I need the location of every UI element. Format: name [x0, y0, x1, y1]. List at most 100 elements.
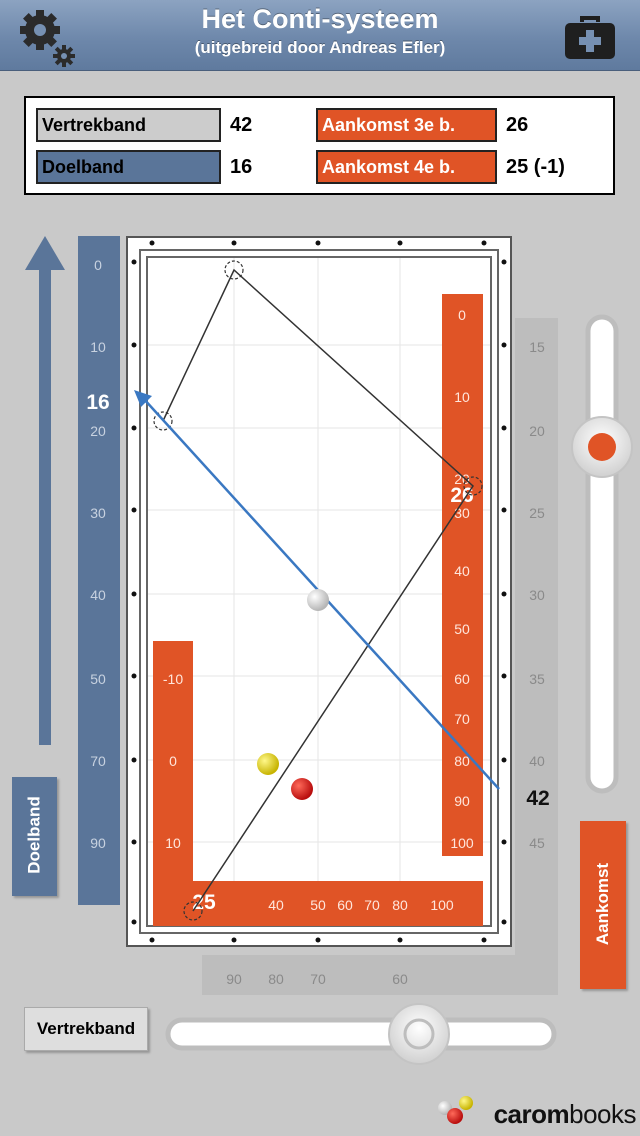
- carombooks-logo: carombooks: [493, 1099, 637, 1130]
- doelband-selected-value: 16: [86, 391, 109, 414]
- rail-diamond: [131, 425, 137, 431]
- rail-diamond: [315, 240, 321, 246]
- rail-diamond: [501, 757, 507, 763]
- aankomst-4e-scale-strip: [153, 641, 483, 926]
- table-diamonds: [131, 240, 507, 943]
- rail-diamond: [481, 240, 487, 246]
- info-panel: Vertrekband 42 Doelband 16 Aankomst 3e b…: [24, 96, 615, 195]
- aankomst-button-label: Aankomst: [593, 862, 612, 946]
- rail-diamond: [397, 937, 403, 943]
- rail-diamond: [131, 507, 137, 513]
- cushion-contact-marker: [463, 476, 483, 496]
- aankomst-4e-marker: 25: [192, 891, 216, 914]
- brand-part-books: books: [569, 1099, 636, 1129]
- cushion-contact-marker: [153, 411, 173, 431]
- right-tick-label: 30: [529, 587, 545, 603]
- bottom-tick-label: 70: [310, 971, 326, 987]
- rail-diamond: [131, 591, 137, 597]
- right-tick-label: 40: [529, 753, 545, 769]
- aankomst-4e-bottom-tick-label: 50: [310, 897, 326, 913]
- aankomst-4e-bottom-tick-label: 70: [364, 897, 380, 913]
- rail-diamond: [131, 757, 137, 763]
- bottom-tick-label: 60: [392, 971, 408, 987]
- rail-diamond: [131, 919, 137, 925]
- doelband-value: 16: [230, 156, 253, 178]
- doelband-tick-label: 0: [94, 257, 102, 273]
- red-ball: [291, 778, 313, 800]
- cue-line-arrowhead: [134, 390, 152, 407]
- aankomst-3e-tick-label: 70: [454, 711, 470, 727]
- aankomst-4e-value: 25 (-1): [506, 156, 565, 178]
- right-tick-label: 15: [529, 339, 545, 355]
- vertrekband-button[interactable]: Vertrekband: [24, 1007, 148, 1051]
- rail-diamond: [501, 342, 507, 348]
- doelband-button-label: Doelband: [24, 796, 44, 874]
- cushion-contact-marker: [224, 260, 244, 280]
- vertrekband-horizontal-slider[interactable]: [165, 1003, 557, 1065]
- vertrekband-value: 42: [230, 114, 253, 136]
- doelband-label: Doelband: [36, 150, 221, 184]
- right-tick-label: 20: [529, 423, 545, 439]
- rail-diamond: [131, 259, 137, 265]
- rail-diamond: [231, 240, 237, 246]
- aankomst-3e-label: Aankomst 3e b.: [316, 108, 497, 142]
- doelband-scale-strip: [78, 236, 120, 905]
- doelband-direction-arrow: [25, 236, 65, 745]
- right-scale: 1520253035404550: [529, 339, 545, 987]
- page-subtitle: (uitgebreid door Andreas Efler): [194, 38, 446, 57]
- brand-part-carom: carom: [493, 1099, 570, 1129]
- rail-diamond: [501, 591, 507, 597]
- toolbox-button[interactable]: [562, 8, 618, 64]
- rail-diamond: [501, 919, 507, 925]
- aankomst-3e-tick-label: 60: [454, 671, 470, 687]
- cushion-contact-marker: [183, 901, 203, 921]
- vertical-slider-knob-dot: [588, 433, 616, 461]
- aankomst-4e-tick-label: -10: [163, 671, 183, 687]
- aankomst-3e-tick-label: 10: [454, 389, 470, 405]
- horizontal-slider-knob-ring: [403, 1018, 435, 1050]
- header-bar: Het Conti-systeem (uitgebreid door Andre…: [0, 0, 640, 71]
- doelband-tick-label: 20: [90, 423, 106, 439]
- horizontal-slider-knob[interactable]: [388, 1003, 450, 1065]
- rail-diamond: [131, 839, 137, 845]
- ball-path-line: [162, 268, 474, 912]
- rail-diamond: [501, 507, 507, 513]
- rail-diamond: [501, 259, 507, 265]
- aankomst-3e-tick-label: 100: [450, 835, 474, 851]
- carombooks-logo-icon: [438, 1096, 473, 1124]
- aankomst-vertical-slider[interactable]: [571, 314, 633, 794]
- settings-button[interactable]: [18, 8, 75, 67]
- rail-diamond: [131, 342, 137, 348]
- aankomst-3e-value: 26: [506, 114, 529, 136]
- rail-diamond: [501, 425, 507, 431]
- aankomst-4e-tick-label: 10: [165, 835, 181, 851]
- right-tick-label: 45: [529, 835, 545, 851]
- page-title: Het Conti-systeem: [201, 4, 439, 34]
- aankomst-4e-bottom-tick-label: 80: [392, 897, 408, 913]
- doelband-tick-label: 90: [90, 835, 106, 851]
- doelband-tick-label: 70: [90, 753, 106, 769]
- doelband-button[interactable]: Doelband: [12, 777, 57, 896]
- right-selected-value: 42: [526, 787, 549, 810]
- aankomst-button[interactable]: Aankomst: [580, 821, 626, 989]
- aankomst-3e-tick-label: 30: [454, 505, 470, 521]
- yellow-ball: [257, 753, 279, 775]
- rail-diamond: [481, 937, 487, 943]
- aankomst-4e-bottom-tick-label: 40: [268, 897, 284, 913]
- rail-diamond: [149, 937, 155, 943]
- vertrekband-label: Vertrekband: [36, 108, 221, 142]
- rail-diamond: [315, 937, 321, 943]
- table-rail-outer: [139, 249, 499, 934]
- doelband-tick-label: 10: [90, 339, 106, 355]
- gear-icon: [20, 10, 75, 67]
- bottom-scale-strip: [202, 955, 558, 995]
- aankomst-3e-tick-label: 90: [454, 793, 470, 809]
- aankomst-3e-tick-label: 50: [454, 621, 470, 637]
- doelband-tick-label: 40: [90, 587, 106, 603]
- rail-diamond: [501, 673, 507, 679]
